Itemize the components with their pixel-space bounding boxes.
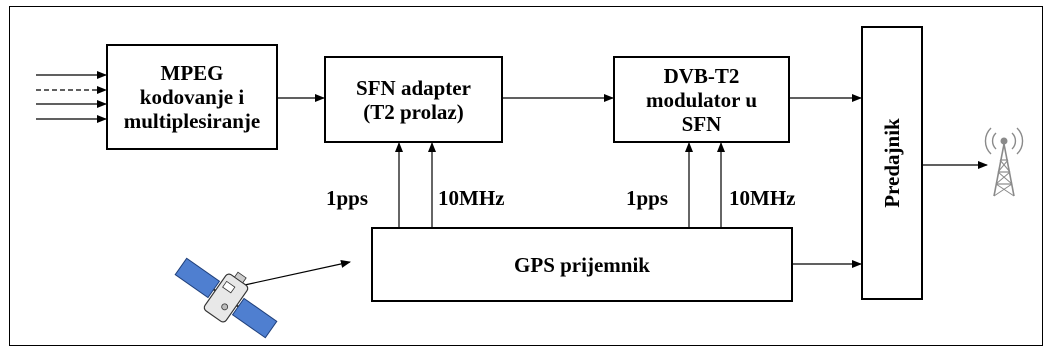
satellite-to-gps-arrow xyxy=(239,260,351,287)
10mhz-label-right: 10MHz xyxy=(729,186,796,210)
gps-label: GPS prijemnik xyxy=(514,252,650,277)
mpeg-block-label: MPEG kodovanje i multiplesiranje xyxy=(107,45,277,149)
mpeg-block xyxy=(106,44,278,150)
sfn-adapter-line-1: SFN adapter xyxy=(356,75,471,100)
pps-label-left: 1pps xyxy=(326,186,369,210)
modulator-line-3: SFN xyxy=(681,111,722,136)
modulator-block xyxy=(613,56,790,143)
mpeg-line-3: multiplesiranje xyxy=(123,109,261,133)
mpeg-line-2: kodovanje i xyxy=(139,85,245,109)
mpeg-line-1: MPEG xyxy=(160,61,224,85)
10mhz-label-left: 10MHz xyxy=(438,186,505,210)
sfn-adapter-label: SFN adapter (T2 prolaz) xyxy=(325,57,502,142)
modulator-line-2: modulator u xyxy=(645,87,758,112)
modulator-line-1: DVB-T2 xyxy=(663,63,740,88)
transmission-tower-icon xyxy=(984,127,1024,197)
transmitter-label: Predajnik xyxy=(880,118,904,208)
sfn-adapter-block xyxy=(324,56,503,143)
pps-label-right: 1pps xyxy=(626,186,669,210)
diagram-frame xyxy=(9,6,1043,346)
gps-block xyxy=(371,227,793,302)
sfn-adapter-line-2: (T2 prolaz) xyxy=(363,99,464,124)
satellite-icon xyxy=(174,257,278,339)
transmitter-block xyxy=(861,26,923,300)
modulator-label: DVB-T2 modulator u SFN xyxy=(614,57,789,142)
